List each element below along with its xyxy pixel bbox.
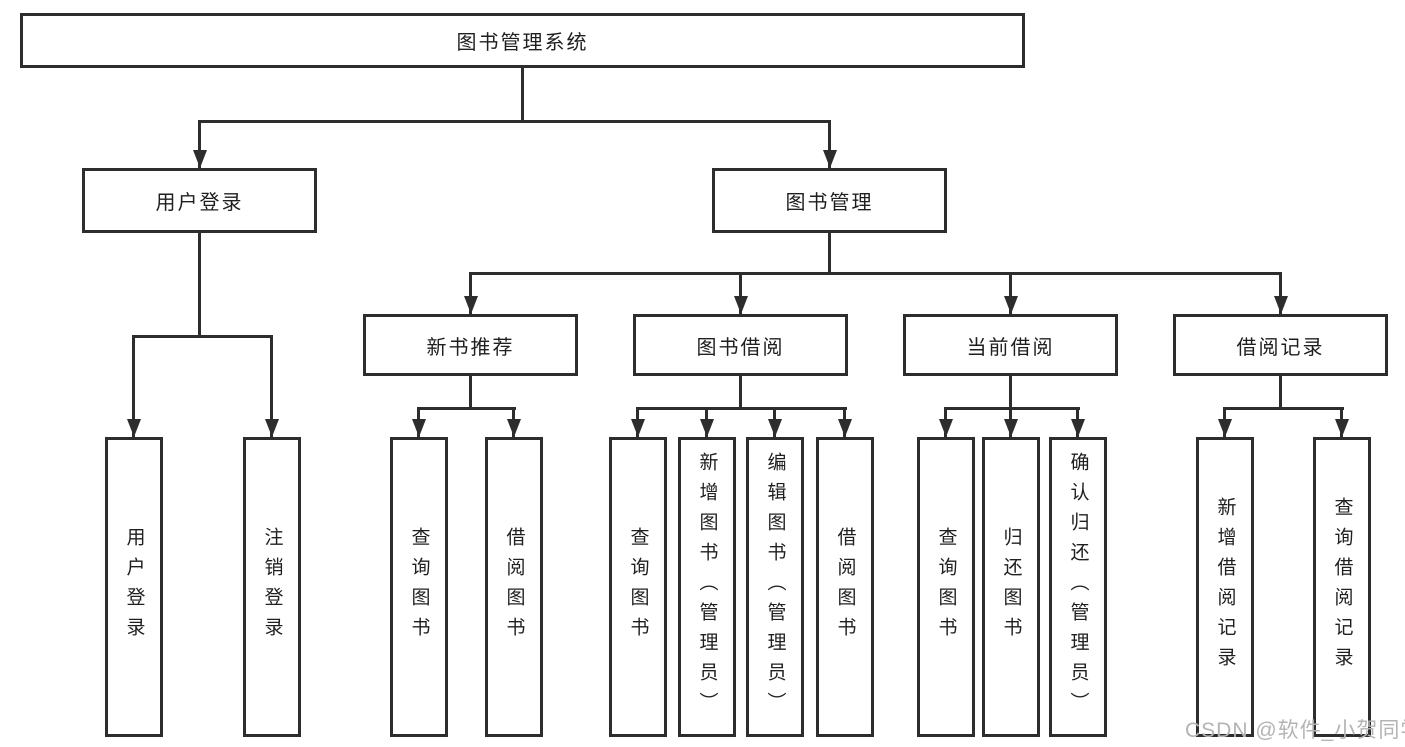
- node-label: 新书推荐: [426, 336, 515, 359]
- arrow-down-icon: [1004, 296, 1018, 314]
- arrow-down-icon: [1335, 419, 1349, 437]
- node-query-books-2: 查询图书: [609, 437, 667, 737]
- node-new-book-recommend: 新书推荐: [363, 314, 578, 376]
- connector-line: [132, 335, 135, 437]
- arrow-down-icon: [823, 150, 837, 168]
- connector-line: [469, 272, 1282, 275]
- node-query-books-3: 查询图书: [917, 437, 975, 737]
- connector-line: [198, 120, 201, 168]
- node-label: 当前借阅: [966, 336, 1055, 359]
- node-label: 用户登录: [123, 527, 145, 647]
- connector-line: [198, 233, 201, 335]
- node-book-borrowing: 图书借阅: [633, 314, 848, 376]
- node-label: 新增图书（管理员）: [696, 452, 718, 722]
- node-label: 新增借阅记录: [1214, 497, 1236, 677]
- connector-line: [469, 376, 472, 407]
- connector-line: [1223, 407, 1344, 410]
- node-add-books-admin: 新增图书（管理员）: [678, 437, 736, 737]
- node-logout: 注销登录: [243, 437, 301, 737]
- arrow-down-icon: [507, 419, 521, 437]
- arrow-down-icon: [1004, 419, 1018, 437]
- node-label: 图书管理: [785, 192, 874, 214]
- connector-line: [739, 376, 742, 407]
- node-label: 注销登录: [261, 527, 283, 647]
- node-label: 查询图书: [408, 527, 430, 647]
- node-label: 图书借阅: [696, 336, 785, 359]
- arrow-down-icon: [838, 419, 852, 437]
- connector-line: [521, 68, 524, 120]
- node-current-borrowing: 当前借阅: [903, 314, 1118, 376]
- node-label: 图书管理系统: [456, 32, 589, 54]
- connector-line: [198, 120, 831, 123]
- arrow-down-icon: [464, 296, 478, 314]
- connector-line: [636, 407, 847, 410]
- arrow-down-icon: [1218, 419, 1232, 437]
- connector-line: [1279, 272, 1282, 314]
- watermark: CSDN @软件_小贺同学: [1185, 719, 1405, 742]
- node-label: 查询图书: [935, 527, 957, 647]
- arrow-down-icon: [631, 419, 645, 437]
- connector-line: [132, 335, 273, 338]
- arrow-down-icon: [768, 419, 782, 437]
- node-label: 确认归还（管理员）: [1067, 452, 1089, 722]
- node-label: 用户登录: [155, 192, 244, 214]
- node-label: 借阅记录: [1236, 336, 1325, 359]
- node-user-login: 用户登录: [82, 168, 317, 233]
- node-edit-books-admin: 编辑图书（管理员）: [746, 437, 804, 737]
- connector-line: [469, 272, 472, 314]
- node-label: 借阅图书: [834, 527, 856, 647]
- node-label: 编辑图书（管理员）: [764, 452, 786, 722]
- arrow-down-icon: [193, 150, 207, 168]
- arrow-down-icon: [412, 419, 426, 437]
- node-book-management: 图书管理: [712, 168, 947, 233]
- connector-line: [417, 407, 516, 410]
- connector-line: [270, 335, 273, 437]
- node-query-books-1: 查询图书: [390, 437, 448, 737]
- connector-line: [828, 120, 831, 168]
- node-root: 图书管理系统: [20, 13, 1025, 68]
- arrow-down-icon: [127, 419, 141, 437]
- arrow-down-icon: [1071, 419, 1085, 437]
- arrow-down-icon: [265, 419, 279, 437]
- node-query-borrow-record: 查询借阅记录: [1313, 437, 1371, 737]
- node-label: 归还图书: [1000, 527, 1022, 647]
- connector-line: [739, 272, 742, 314]
- connector-line: [944, 407, 1080, 410]
- node-return-books: 归还图书: [982, 437, 1040, 737]
- node-user-login-leaf: 用户登录: [105, 437, 163, 737]
- node-label: 查询借阅记录: [1331, 497, 1353, 677]
- arrow-down-icon: [700, 419, 714, 437]
- node-add-borrow-record: 新增借阅记录: [1196, 437, 1254, 737]
- connector-line: [1009, 376, 1012, 407]
- node-label: 借阅图书: [503, 527, 525, 647]
- node-confirm-return-admin: 确认归还（管理员）: [1049, 437, 1107, 737]
- node-borrow-books-1: 借阅图书: [485, 437, 543, 737]
- node-borrow-books-2: 借阅图书: [816, 437, 874, 737]
- arrow-down-icon: [734, 296, 748, 314]
- connector-line: [1009, 272, 1012, 314]
- arrow-down-icon: [939, 419, 953, 437]
- node-borrowing-records: 借阅记录: [1173, 314, 1388, 376]
- connector-line: [828, 233, 831, 272]
- node-label: 查询图书: [627, 527, 649, 647]
- arrow-down-icon: [1274, 296, 1288, 314]
- connector-line: [1279, 376, 1282, 407]
